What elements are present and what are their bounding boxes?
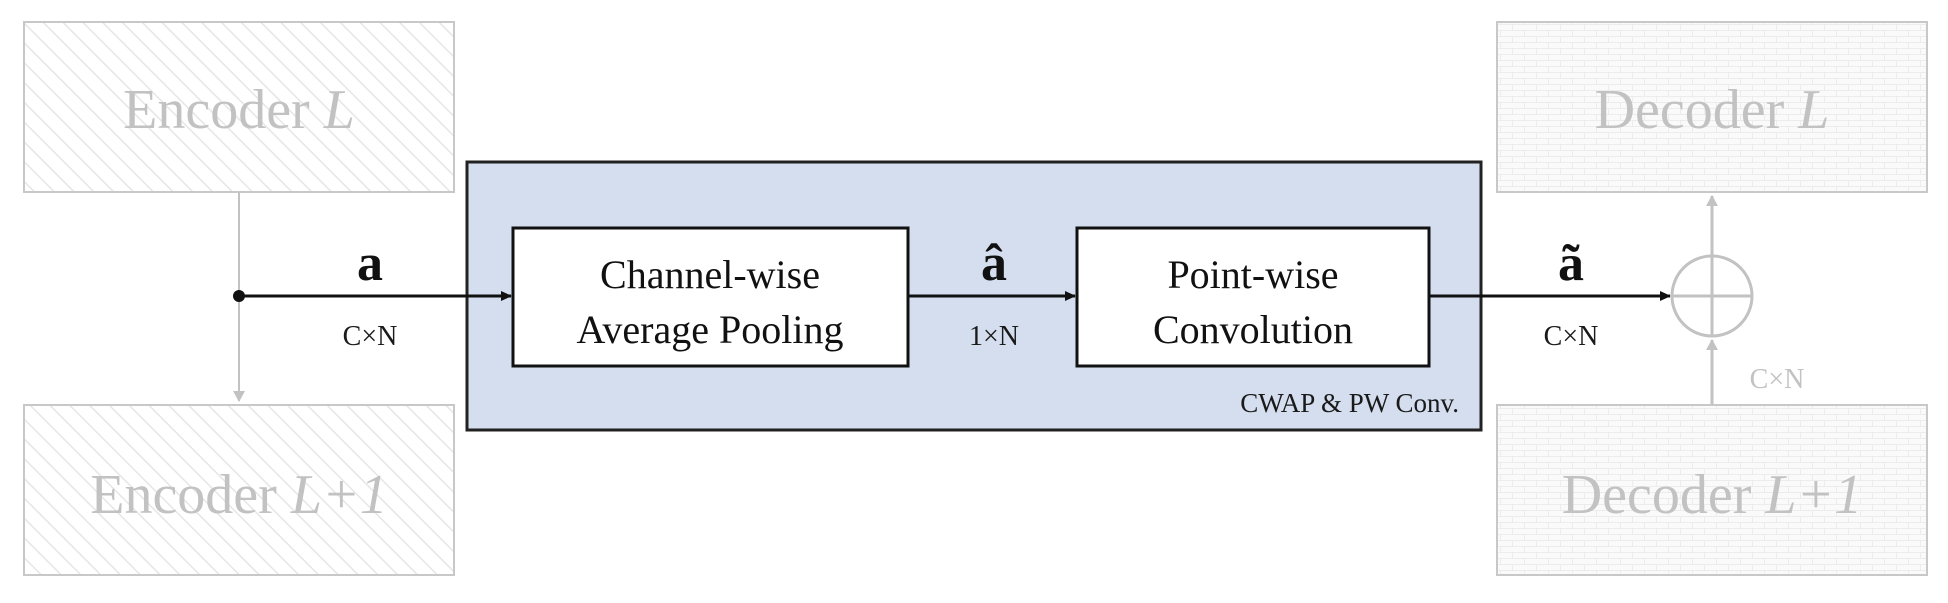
channel-wise-average-pooling-block: Channel-wise Average Pooling bbox=[511, 226, 910, 368]
conv-label-line2: Convolution bbox=[1153, 307, 1353, 352]
signal-a-label: a bbox=[357, 235, 383, 292]
sum-node bbox=[1670, 254, 1754, 338]
signal-a-hat-dim: 1×N bbox=[969, 321, 1019, 352]
point-wise-convolution-block: Point-wise Convolution bbox=[1075, 226, 1431, 368]
module-caption: CWAP & PW Conv. bbox=[1240, 388, 1459, 418]
decoder-l-prefix: Decoder bbox=[1595, 79, 1799, 141]
decoder-l-block: Decoder L bbox=[1496, 21, 1928, 193]
decoder-l-plus-1-suffix: L+1 bbox=[1764, 464, 1862, 526]
svg-text:Encoder L+1: Encoder L+1 bbox=[90, 464, 388, 526]
decoder-l-plus-1-prefix: Decoder bbox=[1562, 464, 1766, 526]
encoder-l-plus-1-block: Encoder L+1 bbox=[23, 404, 455, 576]
conv-label-line1: Point-wise bbox=[1167, 252, 1338, 297]
encoder-l-prefix: Encoder bbox=[123, 79, 324, 141]
decoder-l-suffix: L bbox=[1797, 79, 1829, 141]
signal-a-hat-label: â bbox=[981, 235, 1007, 292]
skip-dim-label: C×N bbox=[1750, 364, 1805, 395]
encoder-l-plus-1-prefix: Encoder bbox=[90, 464, 291, 526]
svg-text:Encoder L: Encoder L bbox=[123, 79, 355, 141]
encoder-l-block: Encoder L bbox=[23, 21, 455, 193]
pooling-label-line1: Channel-wise bbox=[600, 252, 820, 297]
svg-text:Decoder L: Decoder L bbox=[1595, 79, 1830, 141]
signal-a-dim: C×N bbox=[343, 321, 398, 352]
encoder-l-plus-1-suffix: L+1 bbox=[290, 464, 388, 526]
branch-point bbox=[233, 290, 245, 302]
svg-text:Decoder L+1: Decoder L+1 bbox=[1562, 464, 1863, 526]
signal-a-tilde-label: ã bbox=[1558, 235, 1584, 292]
decoder-l-plus-1-block: Decoder L+1 bbox=[1496, 404, 1928, 576]
signal-a-tilde-dim: C×N bbox=[1544, 321, 1599, 352]
encoder-l-suffix: L bbox=[323, 79, 355, 141]
pooling-label-line2: Average Pooling bbox=[577, 307, 844, 352]
